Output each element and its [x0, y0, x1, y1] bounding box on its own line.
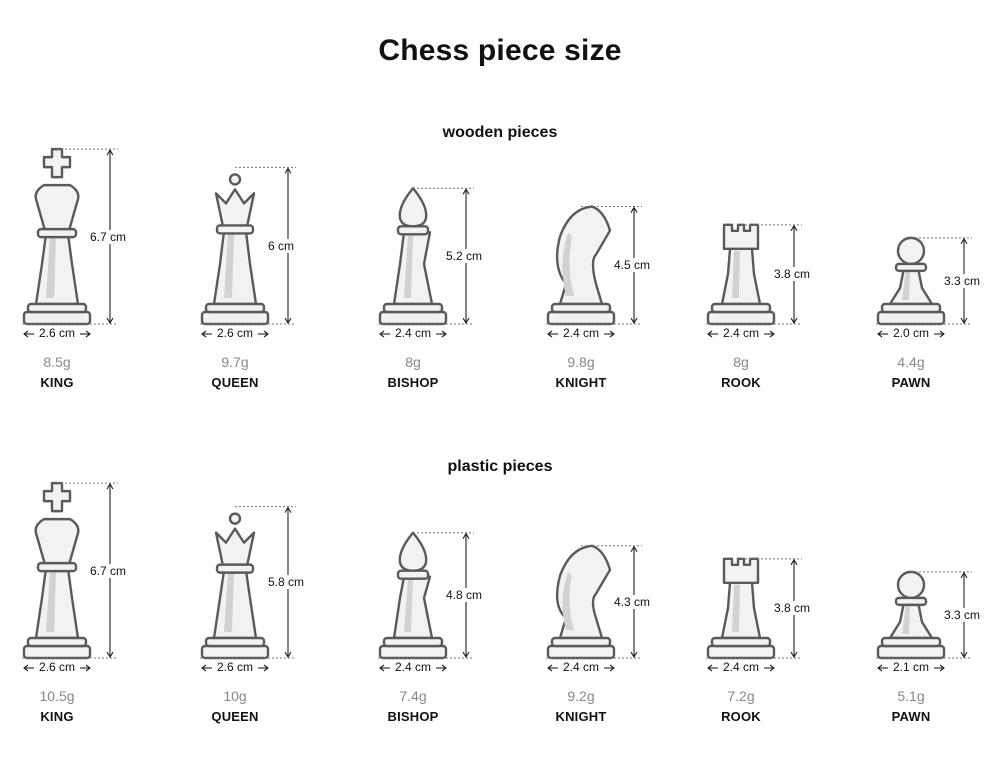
piece-name: ROOK	[721, 709, 761, 724]
piece-weight: 9.2g	[567, 688, 595, 704]
width-arrow	[379, 664, 447, 672]
piece-weight: 10.5g	[39, 688, 75, 704]
piece-pawn-icon	[876, 236, 972, 338]
width-arrow	[23, 664, 91, 672]
piece-knight-icon	[546, 544, 642, 672]
width-label: 2.4 cm	[562, 326, 600, 340]
height-label: 3.8 cm	[774, 267, 811, 282]
width-label: 2.6 cm	[216, 660, 254, 674]
piece-bishop-icon	[378, 187, 474, 338]
piece-bishop-icon	[378, 531, 474, 672]
height-label: 5.2 cm	[446, 249, 483, 264]
piece-knight-icon	[546, 205, 642, 338]
width-arrow	[877, 330, 945, 338]
width-arrow	[23, 330, 91, 338]
width-arrow	[201, 330, 269, 338]
height-label: 3.3 cm	[944, 273, 981, 288]
height-label: 6.7 cm	[90, 229, 127, 244]
piece-name: KNIGHT	[555, 375, 607, 390]
width-arrow	[707, 664, 775, 672]
height-label: 5.8 cm	[268, 575, 305, 590]
section-title: plastic pieces	[447, 458, 553, 475]
width-arrow	[547, 330, 615, 338]
width-arrow	[201, 664, 269, 672]
page-title: Chess piece size	[378, 34, 622, 67]
width-label: 2.1 cm	[892, 660, 930, 674]
piece-name: QUEEN	[211, 375, 259, 390]
height-label: 4.3 cm	[614, 594, 651, 609]
piece-pawn-icon	[876, 570, 972, 672]
piece-weight: 4.4g	[897, 354, 925, 370]
width-label: 2.6 cm	[38, 660, 76, 674]
width-arrow	[547, 664, 615, 672]
piece-name: KING	[40, 375, 74, 390]
width-label: 2.4 cm	[722, 326, 760, 340]
height-label: 3.8 cm	[774, 601, 811, 616]
height-label: 4.5 cm	[614, 258, 651, 273]
width-label: 2.4 cm	[394, 326, 432, 340]
height-label: 6.7 cm	[90, 563, 127, 578]
piece-weight: 7.2g	[727, 688, 755, 704]
width-arrow	[379, 330, 447, 338]
piece-rook-icon	[706, 557, 802, 672]
piece-weight: 10g	[223, 688, 247, 704]
width-label: 2.0 cm	[892, 326, 930, 340]
piece-weight: 9.8g	[567, 354, 595, 370]
width-label: 2.6 cm	[216, 326, 254, 340]
piece-weight: 7.4g	[399, 688, 427, 704]
piece-name: QUEEN	[211, 709, 259, 724]
piece-weight: 8g	[405, 354, 421, 370]
piece-weight: 8g	[733, 354, 749, 370]
section-title: wooden pieces	[442, 124, 558, 141]
height-label: 6 cm	[268, 238, 295, 253]
piece-name: BISHOP	[387, 709, 439, 724]
width-arrow	[877, 664, 945, 672]
piece-king-icon	[22, 481, 118, 672]
piece-weight: 9.7g	[221, 354, 249, 370]
piece-name: KNIGHT	[555, 709, 607, 724]
width-label: 2.4 cm	[394, 660, 432, 674]
height-label: 4.8 cm	[446, 588, 483, 603]
piece-name: PAWN	[891, 709, 931, 724]
piece-name: ROOK	[721, 375, 761, 390]
width-label: 2.6 cm	[38, 326, 76, 340]
piece-king-icon	[22, 147, 118, 338]
width-label: 2.4 cm	[722, 660, 760, 674]
piece-name: KING	[40, 709, 74, 724]
piece-weight: 5.1g	[897, 688, 925, 704]
piece-name: BISHOP	[387, 375, 439, 390]
piece-name: PAWN	[891, 375, 931, 390]
width-arrow	[707, 330, 775, 338]
height-label: 3.3 cm	[944, 607, 981, 622]
width-label: 2.4 cm	[562, 660, 600, 674]
piece-queen-icon	[200, 166, 296, 338]
piece-queen-icon	[200, 506, 296, 672]
piece-rook-icon	[706, 223, 802, 338]
piece-weight: 8.5g	[43, 354, 71, 370]
